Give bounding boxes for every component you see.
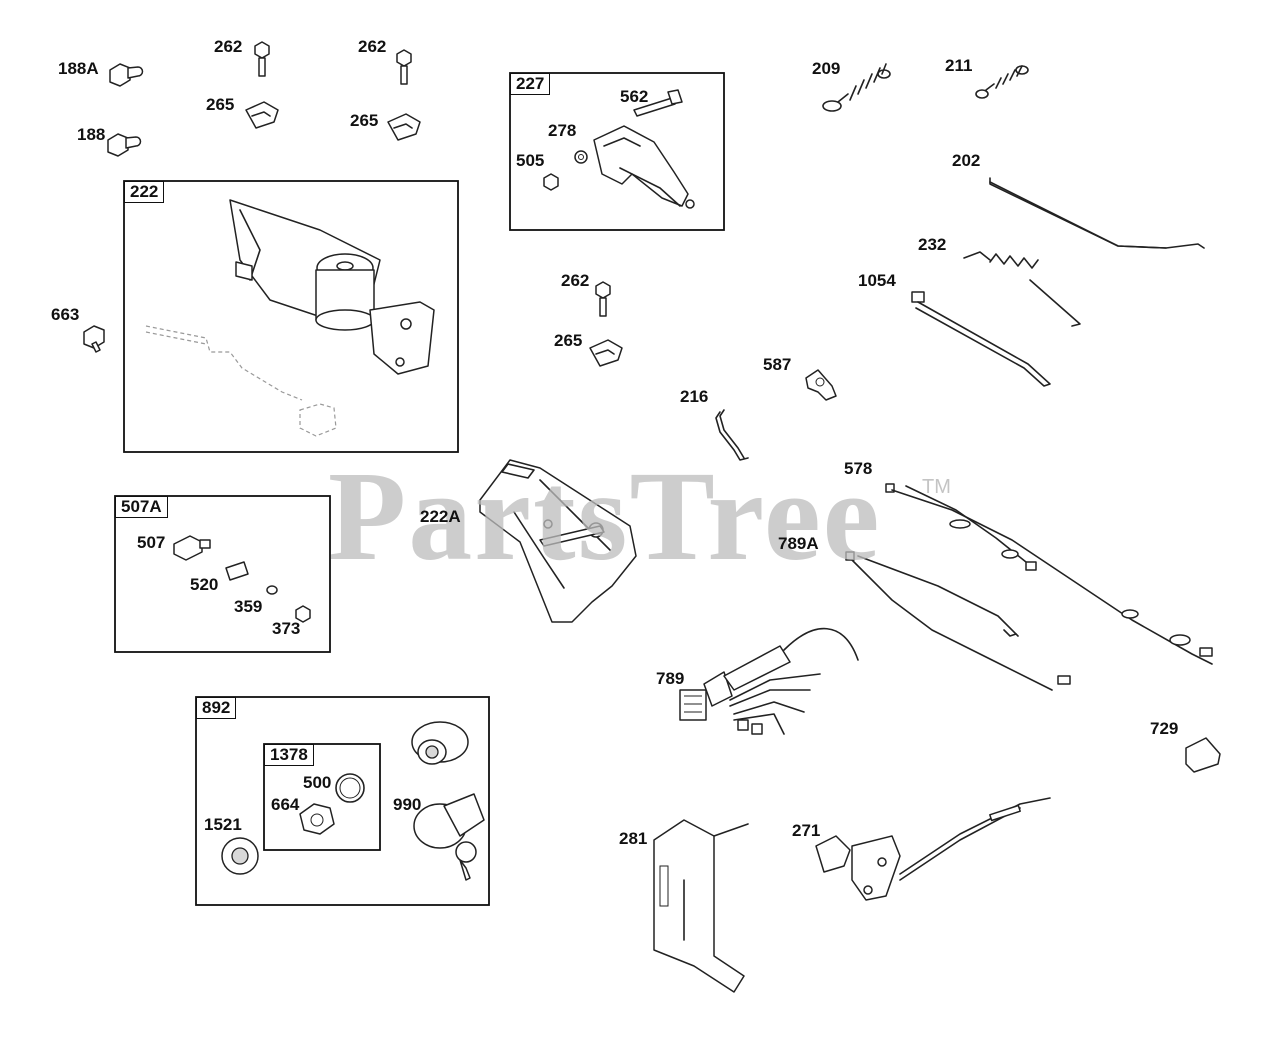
frame-892	[195, 696, 490, 906]
label-209[interactable]: 209	[812, 59, 841, 78]
watermark-trademark: TM	[922, 476, 951, 498]
part-520-clip[interactable]	[225, 561, 249, 581]
part-789-harness[interactable]	[679, 627, 859, 735]
part-188-bolt[interactable]	[107, 133, 142, 157]
part-990-ignition-switch[interactable]	[413, 793, 485, 881]
label-262-b[interactable]: 262	[358, 37, 387, 56]
label-188[interactable]: 188	[77, 125, 106, 144]
part-265-clip-c[interactable]	[589, 339, 623, 367]
label-278[interactable]: 278	[548, 121, 577, 140]
box-label-892: 892	[196, 697, 237, 719]
label-188A[interactable]: 188A	[58, 59, 99, 78]
label-271[interactable]: 271	[792, 821, 821, 840]
part-359-washer[interactable]	[266, 585, 278, 595]
label-359[interactable]: 359	[234, 597, 263, 616]
frame-227	[509, 72, 725, 231]
part-587-clamp[interactable]	[805, 369, 837, 401]
label-216[interactable]: 216	[680, 387, 709, 406]
label-265-a[interactable]: 265	[206, 95, 235, 114]
part-500-retaining-ring[interactable]	[335, 773, 365, 803]
part-789A-wire-harness[interactable]	[845, 551, 1071, 691]
label-587[interactable]: 587	[763, 355, 792, 374]
part-232-spring[interactable]	[963, 251, 1081, 327]
label-507[interactable]: 507	[137, 533, 166, 552]
label-281[interactable]: 281	[619, 829, 648, 848]
part-262-screw-a[interactable]	[254, 41, 270, 77]
label-990[interactable]: 990	[393, 795, 422, 814]
part-227-bracket-assembly[interactable]	[543, 89, 695, 209]
frame-1378	[263, 743, 381, 851]
frame-507A	[114, 495, 331, 653]
part-578-wire-harness[interactable]	[885, 483, 1213, 665]
part-507-switch[interactable]	[173, 535, 211, 561]
box-label-507A: 507A	[115, 496, 168, 518]
part-664-nut[interactable]	[299, 803, 335, 835]
label-373[interactable]: 373	[272, 619, 301, 638]
part-211-spring[interactable]	[975, 65, 1029, 99]
label-222A[interactable]: 222A	[420, 507, 461, 526]
label-500[interactable]: 500	[303, 773, 332, 792]
part-265-clip-b[interactable]	[387, 113, 421, 141]
box-label-222: 222	[124, 181, 165, 203]
part-216-link[interactable]	[715, 409, 749, 461]
part-ignition-switch-body[interactable]	[411, 721, 469, 765]
part-729-cap[interactable]	[1185, 737, 1221, 773]
label-505[interactable]: 505	[516, 151, 545, 170]
label-789[interactable]: 789	[656, 669, 685, 688]
label-232[interactable]: 232	[918, 235, 947, 254]
part-373-nut[interactable]	[295, 605, 311, 623]
box-label-1378: 1378	[264, 744, 314, 766]
label-520[interactable]: 520	[190, 575, 219, 594]
part-1054-cable-tie[interactable]	[911, 291, 1051, 387]
part-222-governor-assembly[interactable]	[145, 199, 435, 437]
part-262-screw-c[interactable]	[595, 281, 611, 317]
part-1521-bezel[interactable]	[221, 837, 259, 875]
part-209-spring[interactable]	[822, 63, 891, 112]
label-262-c[interactable]: 262	[561, 271, 590, 290]
part-281-bracket[interactable]	[653, 819, 749, 993]
part-188A-bolt[interactable]	[109, 63, 144, 87]
label-202[interactable]: 202	[952, 151, 981, 170]
part-222A-control-plate[interactable]	[479, 459, 637, 623]
part-663-bolt[interactable]	[83, 325, 105, 353]
label-211[interactable]: 211	[945, 56, 973, 75]
label-1054[interactable]: 1054	[858, 271, 896, 290]
label-663[interactable]: 663	[51, 305, 80, 324]
label-1521[interactable]: 1521	[204, 815, 242, 834]
label-265-c[interactable]: 265	[554, 331, 583, 350]
label-265-b[interactable]: 265	[350, 111, 379, 130]
label-729[interactable]: 729	[1150, 719, 1179, 738]
label-664[interactable]: 664	[271, 795, 300, 814]
label-789A[interactable]: 789A	[778, 534, 819, 553]
part-262-screw-b[interactable]	[396, 49, 412, 85]
part-265-clip-a[interactable]	[245, 101, 279, 129]
part-271-throttle-control[interactable]	[815, 797, 1051, 901]
label-562[interactable]: 562	[620, 87, 649, 106]
frame-222	[123, 180, 459, 453]
label-578[interactable]: 578	[844, 459, 873, 478]
label-262-a[interactable]: 262	[214, 37, 243, 56]
part-202-rod[interactable]	[989, 177, 1205, 249]
watermark: PartsTree	[328, 445, 882, 587]
box-label-227: 227	[510, 73, 551, 95]
